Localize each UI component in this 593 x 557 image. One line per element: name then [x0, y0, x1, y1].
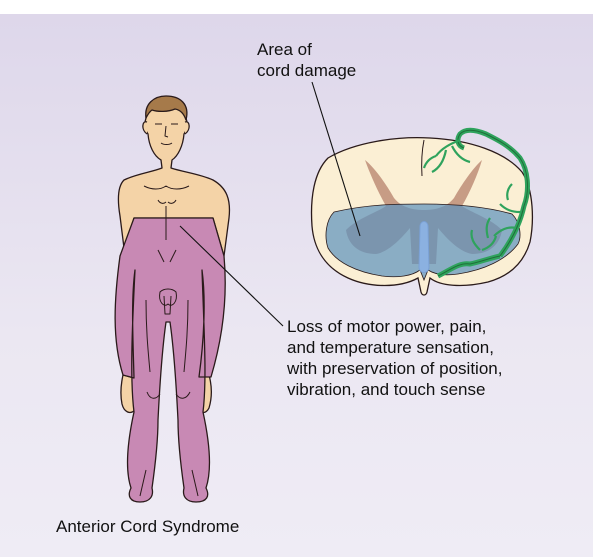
- loss-label-line-1: Loss of motor power, pain,: [287, 316, 502, 337]
- damage-label-line-2: cord damage: [257, 60, 356, 81]
- anterior-spinal-artery: [419, 222, 429, 273]
- spinal-cord-cross-section: [312, 130, 533, 295]
- loss-description-label: Loss of motor power, pain, and temperatu…: [287, 316, 502, 400]
- figure-caption: Anterior Cord Syndrome: [56, 516, 239, 537]
- loss-label-line-4: vibration, and touch sense: [287, 379, 502, 400]
- right-ear: [143, 122, 147, 134]
- human-figure: [115, 96, 229, 502]
- damage-area-label: Area of cord damage: [257, 39, 356, 81]
- loss-label-line-2: and temperature sensation,: [287, 337, 502, 358]
- damage-label-line-1: Area of: [257, 39, 356, 60]
- loss-label-line-3: with preservation of position,: [287, 358, 502, 379]
- left-ear: [185, 122, 189, 134]
